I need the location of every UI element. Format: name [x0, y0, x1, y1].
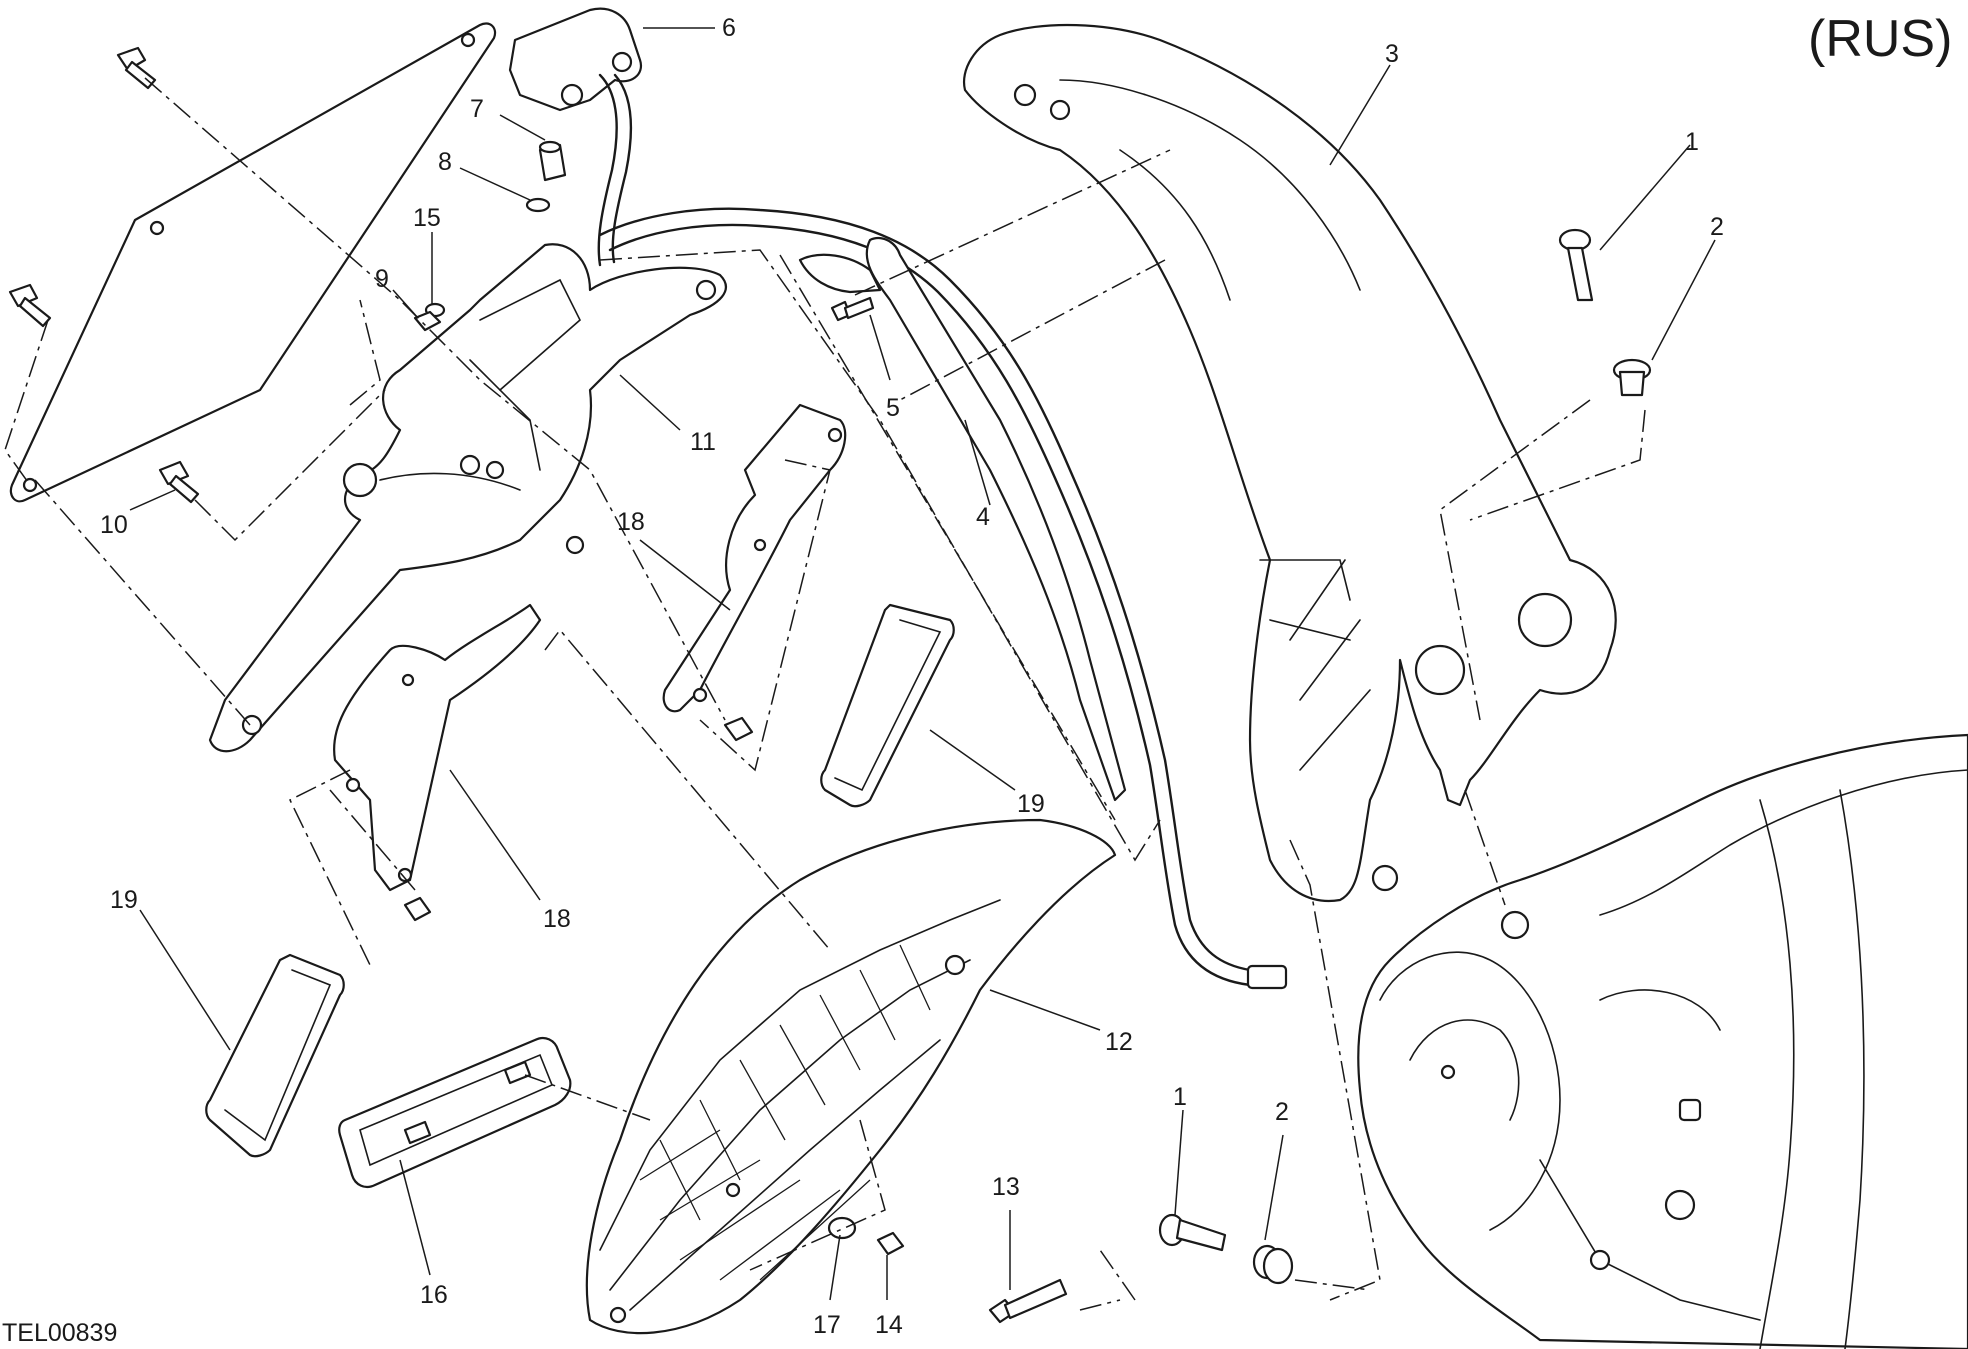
bushing-part-2-upper [1612, 358, 1652, 397]
license-plate [9, 22, 497, 503]
callout-14: 14 [875, 1311, 903, 1339]
bracket-part-18-left [333, 603, 542, 892]
region-label: (RUS) [1808, 10, 1952, 68]
screw-mid-left [8, 283, 52, 328]
reflector-part-19-right [820, 603, 955, 808]
mudguard-part-12 [585, 818, 1117, 1335]
nut-right [723, 716, 754, 742]
light-unit-part-6 [508, 7, 643, 267]
leader-lines [129, 27, 1716, 1301]
rear-frame-outline [1357, 733, 1968, 1349]
callout-15: 15 [413, 204, 441, 232]
support-arm-part-3 [962, 23, 1617, 903]
screw-part-13 [988, 1278, 1068, 1324]
screw-part-10 [158, 460, 200, 504]
screw-part-1-lower [1158, 1213, 1227, 1252]
callout-6: 6 [722, 14, 736, 42]
screw-upper-left [116, 46, 157, 90]
assembly-lines [4, 77, 1646, 1311]
washer-part-17 [827, 1216, 857, 1240]
spacer-part-7 [538, 140, 567, 182]
nut-lower [403, 896, 432, 922]
callout-18-left: 18 [543, 905, 571, 933]
washer-part-8 [525, 197, 551, 213]
callout-17: 17 [813, 1311, 841, 1339]
nut-part-14 [876, 1231, 905, 1256]
callout-7: 7 [470, 95, 484, 123]
callout-19-left: 19 [110, 886, 138, 914]
reflector-plate-part-16 [338, 1036, 572, 1189]
bracket-part-18-right [662, 403, 847, 713]
plate-holder-part-11 [208, 243, 727, 753]
reflector-part-19-left [205, 953, 345, 1158]
callout-18-right: 18 [617, 508, 645, 536]
screw-part-1-upper [1558, 228, 1594, 302]
callout-13: 13 [992, 1173, 1020, 1201]
callout-10: 10 [100, 511, 128, 539]
callout-1-upper: 1 [1685, 128, 1699, 156]
callout-1-lower: 1 [1173, 1083, 1187, 1111]
callout-9: 9 [375, 265, 389, 293]
callout-19-right: 19 [1017, 790, 1045, 818]
callout-8: 8 [438, 148, 452, 176]
screw-part-5 [830, 296, 875, 322]
callout-11: 11 [690, 428, 716, 456]
callout-12: 12 [1105, 1028, 1133, 1056]
callout-3: 3 [1385, 40, 1399, 68]
bushing-part-2-lower [1252, 1244, 1294, 1285]
callout-5: 5 [886, 394, 900, 422]
callout-16: 16 [420, 1281, 448, 1309]
callout-2-upper: 2 [1710, 213, 1724, 241]
callout-2-lower: 2 [1275, 1098, 1289, 1126]
wiring-harness-part-4 [598, 207, 1288, 990]
callout-4: 4 [976, 503, 990, 531]
nut-part-9 [413, 310, 442, 332]
drawing-code: TEL00839 [2, 1319, 117, 1347]
callout-labels: 6 7 8 15 9 10 11 3 1 2 5 4 18 18 19 19 1… [100, 14, 1724, 1339]
